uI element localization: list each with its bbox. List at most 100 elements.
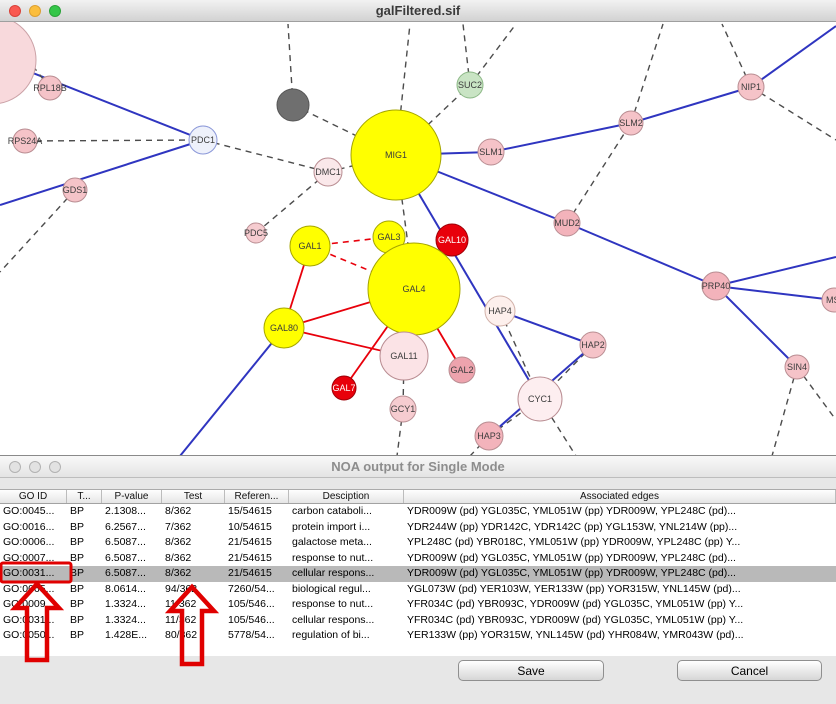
node-SIN4[interactable]	[784, 354, 810, 380]
cancel-button[interactable]: Cancel	[677, 660, 822, 681]
node-GAL11[interactable]	[379, 331, 429, 381]
node-PDC5[interactable]	[245, 222, 267, 244]
cell-p_value: 1.3324...	[105, 598, 146, 610]
column-header-test[interactable]: Test	[162, 490, 225, 503]
zoom-button[interactable]	[49, 5, 61, 17]
minimize-button[interactable]	[29, 5, 41, 17]
node-PRP40[interactable]	[701, 271, 731, 301]
cell-assoc_edges: YFR034C (pd) YBR093C, YDR009W (pd) YGL03…	[407, 613, 744, 626]
node-HAP2[interactable]	[579, 331, 607, 359]
node-HAP4[interactable]	[484, 295, 516, 327]
node-GCY1[interactable]	[389, 395, 417, 423]
node-label: RPL18B	[33, 83, 67, 93]
zoom-button[interactable]	[49, 461, 61, 473]
node-SUC2[interactable]	[456, 71, 484, 99]
node-SLM1[interactable]	[477, 138, 505, 166]
noa-window-titlebar[interactable]: NOA output for Single Mode	[0, 456, 836, 478]
node-label: MUD2	[554, 218, 580, 228]
network-edge	[179, 327, 285, 455]
cell-description: protein import i...	[292, 520, 371, 533]
node-label: GAL10	[438, 235, 466, 245]
node-label: PRP40	[702, 281, 731, 291]
column-header-type[interactable]: T...	[67, 490, 102, 503]
cell-test: 8/362	[165, 551, 192, 564]
cell-type: BP	[70, 536, 85, 548]
network-window-titlebar[interactable]: galFiltered.sif	[0, 0, 836, 22]
cell-test: 7/362	[165, 520, 192, 533]
node-PDC1[interactable]	[188, 125, 218, 155]
node-GAL7[interactable]	[331, 375, 357, 401]
close-button[interactable]	[9, 461, 21, 473]
minimize-button[interactable]	[29, 461, 41, 473]
node-unlabeled[interactable]	[276, 88, 310, 122]
column-header-reference[interactable]: Referen...	[225, 490, 289, 503]
node-GDS1[interactable]	[62, 177, 88, 203]
column-header-assoc_edges[interactable]: Associated edges	[404, 490, 836, 503]
node-GAL10[interactable]	[435, 223, 469, 257]
node-label: GCY1	[391, 404, 416, 414]
node-label: GAL4	[402, 284, 425, 294]
node-GAL1[interactable]	[289, 225, 331, 267]
cell-description: response to nut...	[292, 598, 374, 610]
node-MIG1[interactable]	[350, 109, 442, 201]
node-label: HAP4	[488, 306, 512, 316]
column-header-go_id[interactable]: GO ID	[0, 490, 67, 503]
node-RPL18B[interactable]	[37, 75, 63, 101]
column-header-description[interactable]: Desciption	[289, 490, 404, 503]
cell-p_value: 2.1308...	[105, 505, 146, 517]
node-GAL80[interactable]	[263, 307, 305, 349]
cell-type: BP	[70, 629, 85, 641]
cell-test: 8/362	[165, 505, 192, 517]
cell-type: BP	[70, 613, 85, 626]
cell-test: 80/362	[165, 629, 198, 641]
cell-reference: 21/54615	[228, 536, 272, 548]
node-SLM2[interactable]	[618, 110, 644, 136]
network-edge	[771, 366, 798, 455]
cell-type: BP	[70, 567, 85, 579]
node-RPS24A[interactable]	[12, 128, 38, 154]
cell-go_id: GO:0031...	[3, 567, 55, 579]
network-edge	[566, 222, 717, 287]
node-label: GAL11	[390, 351, 417, 361]
node-label: GAL1	[298, 241, 321, 251]
cell-description: response to nut...	[292, 551, 374, 564]
cell-assoc_edges: YGL073W (pd) YER103W, YER133W (pp) YOR31…	[407, 582, 741, 595]
cell-description: carbon cataboli...	[292, 505, 372, 517]
node-label: SUC2	[458, 80, 482, 90]
cell-reference: 5778/54...	[228, 629, 275, 641]
node-NIP1[interactable]	[737, 73, 765, 101]
node-label: NIP1	[741, 82, 761, 92]
node-MUD2[interactable]	[553, 209, 581, 237]
network-edge	[566, 122, 632, 224]
network-edge	[715, 256, 836, 287]
node-DMC1[interactable]	[313, 157, 343, 187]
node-CYC1[interactable]	[517, 376, 563, 422]
cell-assoc_edges: YDR009W (pd) YGL035C, YML051W (pp) YDR00…	[407, 567, 736, 579]
network-edge	[715, 285, 835, 301]
node-GAL2[interactable]	[448, 356, 476, 384]
cell-p_value: 6.5087...	[105, 536, 146, 548]
network-edge	[499, 310, 594, 346]
network-edge	[396, 408, 404, 455]
cell-description: regulation of bi...	[292, 629, 370, 641]
cell-description: cellular respons...	[292, 613, 375, 626]
column-header-p_value[interactable]: P-value	[102, 490, 162, 503]
node-label: GAL80	[270, 323, 298, 333]
network-edge	[715, 285, 798, 368]
node-MSI[interactable]	[821, 287, 836, 313]
node-HAP3[interactable]	[474, 421, 504, 451]
node-unlabeled[interactable]	[0, 16, 37, 104]
close-button[interactable]	[9, 5, 21, 17]
save-button[interactable]: Save	[458, 660, 604, 681]
